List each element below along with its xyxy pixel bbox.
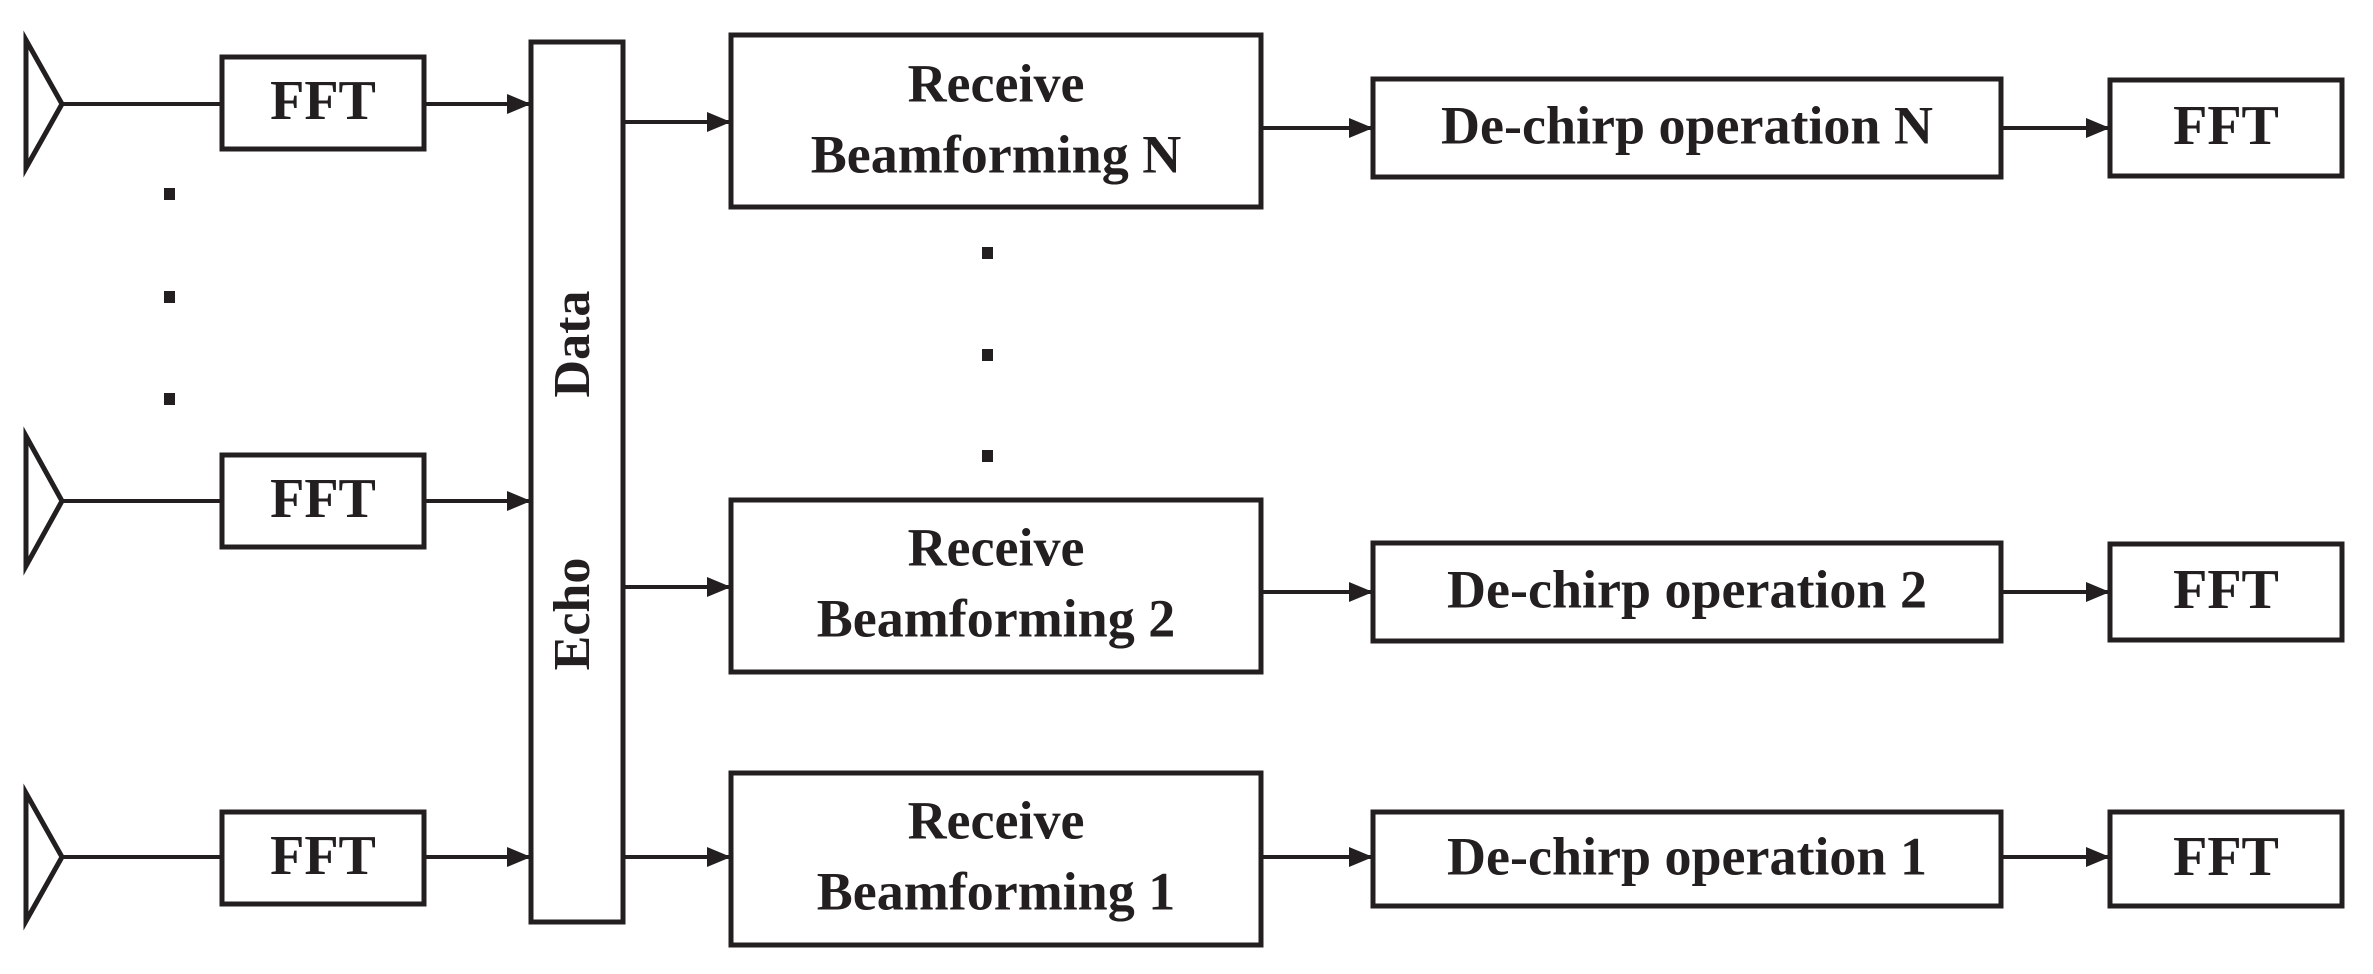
ellipsis-dot [164,393,175,405]
antenna-icon [23,426,65,576]
antenna-1-fft-block: FFT [219,54,427,152]
beamforming-2-label-line1: Receive [908,517,1085,577]
antenna-3-fft-box [219,809,427,907]
output-fft-1-box [2107,809,2345,909]
beamforming-1-label-line2: Beamforming 1 [817,861,1175,921]
antenna-1 [23,30,222,178]
output-fft-1-label: FFT [2173,826,2279,888]
output-fft-2-block: FFT [2107,541,2345,643]
beamforming-2-block: Receive Beamforming 2 [728,497,1264,675]
dechirp-2-label: De-chirp operation 2 [1447,559,1927,619]
antenna-2-fft-block: FFT [219,452,427,550]
beamforming-n-label-line1: Receive [908,53,1085,113]
beamforming-n-block: Receive Beamforming N [728,32,1264,210]
beamforming-n-label-line2: Beamforming N [811,124,1181,184]
output-fft-n-box [2107,77,2345,179]
beamforming-2-label-line2: Beamforming 2 [817,588,1175,648]
antenna-3-fft-label: FFT [270,825,376,887]
antenna-3 [23,783,222,931]
antenna-2 [23,426,222,576]
dechirp-2-block: De-chirp operation 2 [1370,540,2004,644]
antenna-1-fft-label: FFT [270,70,376,132]
output-fft-2-box [2107,541,2345,643]
ellipsis-dot [982,247,993,259]
antenna-2-fft-box [219,452,427,550]
output-fft-n-label: FFT [2173,95,2279,157]
branch-ellipsis [982,247,993,462]
output-fft-n-block: FFT [2107,77,2345,179]
dechirp-n-label: De-chirp operation N [1441,95,1933,155]
antenna-icon [23,783,65,931]
ellipsis-dot [164,188,175,200]
echo-label: Echo [544,558,601,671]
echo-data-block: Echo Data [528,39,626,925]
antenna-ellipsis [164,188,175,405]
antenna-3-fft-block: FFT [219,809,427,907]
ellipsis-dot [982,450,993,462]
output-fft-2-label: FFT [2173,559,2279,621]
dechirp-1-box [1370,809,2004,909]
dechirp-1-label: De-chirp operation 1 [1447,826,1927,886]
antenna-icon [23,30,65,178]
dechirp-1-block: De-chirp operation 1 [1370,809,2004,909]
beamforming-1-block: Receive Beamforming 1 [728,770,1264,948]
antenna-2-fft-label: FFT [270,468,376,530]
ellipsis-dot [982,349,993,361]
data-label: Data [544,291,601,398]
beamforming-2-box [728,497,1264,675]
ellipsis-dot [164,291,175,303]
output-fft-1-block: FFT [2107,809,2345,909]
beamforming-n-box [728,32,1264,210]
dechirp-n-block: De-chirp operation N [1370,76,2004,180]
beamforming-1-box [728,770,1264,948]
beamforming-1-label-line1: Receive [908,790,1085,850]
echo-data-box [528,39,626,925]
